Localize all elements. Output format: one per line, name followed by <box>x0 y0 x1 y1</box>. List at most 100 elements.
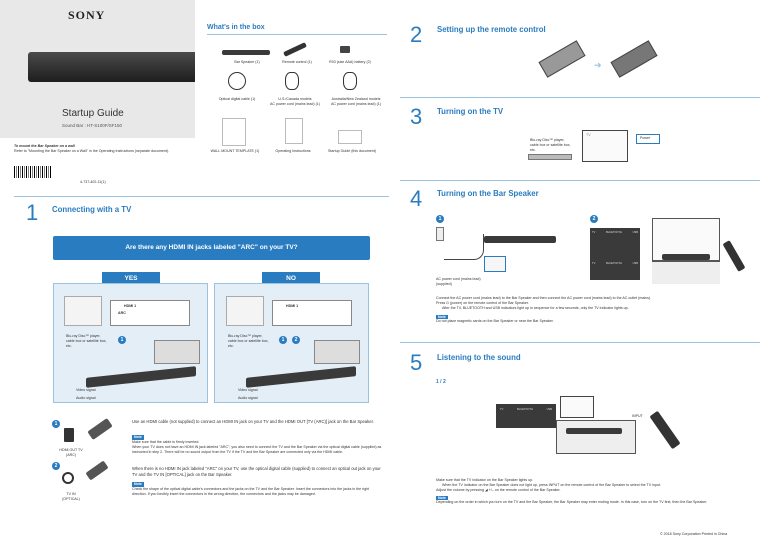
wall-mount-note: To mount the Bar Speaker on a wall Refer… <box>14 144 199 154</box>
indicator-row: TV BLUETOOTH USB <box>592 262 638 265</box>
note-text: Do not place magnetic cards on the Bar S… <box>436 319 554 324</box>
outlet-image <box>436 227 444 241</box>
player-label: Blu-ray Disc™ player, cable box or satel… <box>66 334 107 348</box>
tv-stand-shelf <box>652 260 720 284</box>
tv-image <box>64 296 102 326</box>
connector-panel <box>154 340 200 364</box>
arc-question-banner: Are there any HDMI IN jacks labeled "ARC… <box>53 236 370 260</box>
guide-image <box>338 130 362 144</box>
indicator-usb: USB <box>632 262 638 265</box>
remote-image <box>649 410 681 450</box>
copyright: © 2018 Sony Corporation Printed in China <box>660 532 728 536</box>
indicator-panel <box>496 404 556 428</box>
step-2-marker: 2 <box>292 336 300 344</box>
optical-connector-image <box>62 472 74 484</box>
divider <box>400 342 760 343</box>
step-2-text: Press ⏻ (power) on the remote control of… <box>436 300 529 305</box>
barcode <box>14 166 52 178</box>
hdmi-panel <box>110 300 190 326</box>
arc-label: ARC <box>118 311 126 315</box>
step-2-text: Adjust the volume by pressing ◢ +/– on t… <box>436 487 561 492</box>
hdmi-label: HDMI 1 <box>286 304 299 308</box>
cover-soundbar-image <box>28 52 195 82</box>
step-2-marker: 2 <box>590 215 598 223</box>
connector-zoom <box>484 256 506 272</box>
input-label: INPUT <box>632 414 643 418</box>
step-1-marker: 1 <box>436 215 444 223</box>
hdmi-panel <box>272 300 352 326</box>
section-5-title: Listening to the sound <box>437 353 521 362</box>
indicator-row: TV BLUETOOTH USB <box>500 408 552 411</box>
note-tag: Note <box>132 435 144 440</box>
power-cord-image <box>285 72 299 90</box>
tv-image <box>582 130 628 162</box>
divider <box>207 34 387 35</box>
note-tag: Note <box>132 482 144 487</box>
divider <box>400 97 760 98</box>
note-item: Check the shape of the optical digital c… <box>132 486 370 496</box>
indicator-bluetooth: BLUETOOTH <box>606 262 622 265</box>
remote-image <box>722 240 746 272</box>
power-callout <box>636 134 660 144</box>
remote-battery-image <box>610 40 658 78</box>
arrow-icon: ➜ <box>594 60 602 70</box>
note-text: Depending on the order in which you turn… <box>436 500 708 505</box>
note-item: When your TV does not have an HDMI IN ja… <box>132 444 382 454</box>
box-item: Operating Instructions <box>275 149 311 153</box>
audio-signal-label: Audio signal <box>76 396 96 400</box>
hdmi-label: HDMI 1 <box>124 304 137 308</box>
box-item: Optical digital cable (1) <box>218 97 256 101</box>
box-item: U.S./Canada models AC power cord (mains … <box>270 97 320 106</box>
connector-panel <box>314 340 360 364</box>
optical-cable-image <box>228 72 246 90</box>
power-cord-line <box>444 234 484 260</box>
indicator-usb: USB <box>632 231 638 234</box>
note-item: Make sure that the cable is firmly inser… <box>132 439 200 444</box>
cover-title: Startup Guide <box>62 108 124 119</box>
template-image <box>222 118 246 146</box>
step-1-marker: 1 <box>118 336 126 344</box>
tv-image <box>560 396 594 418</box>
audio-signal-label: Audio signal <box>238 396 258 400</box>
video-signal-label: Video signal <box>76 388 96 392</box>
no-text: NO <box>286 275 296 282</box>
step-number: 1 <box>438 216 442 222</box>
hdmi-connector-image <box>64 428 74 442</box>
cover-subtitle: Sound Bar : HT-S100F/SF150 <box>62 123 123 128</box>
wall-mount-heading: To mount the Bar Speaker on a wall <box>14 144 75 148</box>
indicator-tv: TV <box>592 231 596 234</box>
remote-cover-image <box>538 40 586 78</box>
divider <box>14 196 389 197</box>
yes-text: YES <box>124 275 138 282</box>
section-4-title: Turning on the Bar Speaker <box>437 189 539 198</box>
box-item: WALL MOUNT TEMPLATE (1) <box>210 149 260 153</box>
box-item: Startup Guide (this document) <box>328 149 376 153</box>
hdmi-out-label: HDMI OUT TV (ARC) <box>59 448 83 457</box>
note-tag: Note <box>436 495 448 501</box>
bar-speaker-image <box>566 428 622 434</box>
step-2-subtext: After the TV, BLUETOOTH and USB indicato… <box>442 305 629 310</box>
step-1-text: Use an HDMI cable (not supplied) to conn… <box>132 419 374 424</box>
step-1-marker: 1 <box>279 336 287 344</box>
optical-plug-image <box>85 460 109 481</box>
ac-cord-label: AC power cord (mains lead) (supplied) <box>436 277 481 286</box>
section-3-number: 3 <box>410 104 423 129</box>
step-2-marker: 2 <box>52 462 60 470</box>
part-number: 4-737-402-11(1) <box>80 180 106 184</box>
indicator-tv: TV <box>500 408 504 411</box>
step-1-marker: 1 <box>52 420 60 428</box>
player-label: Blu-ray Disc™ player, cable box or satel… <box>228 334 269 348</box>
manual-image <box>285 118 303 144</box>
bar-speaker-image <box>662 254 710 260</box>
section-5-number: 5 <box>410 350 423 375</box>
step-number: 2 <box>592 216 596 222</box>
step-1-text: Connect the AC power cord (mains lead) t… <box>436 296 652 300</box>
section-3-title: Turning on the TV <box>437 107 504 116</box>
note-tag: Note <box>436 314 448 320</box>
step-1-subtext: When the TV indicator on the Bar Speaker… <box>442 482 661 487</box>
power-label: Power <box>640 136 651 140</box>
section-4-text: Connect the AC power cord (mains lead) t… <box>436 296 756 324</box>
indicator-panel <box>590 228 640 280</box>
section-2-number: 2 <box>410 22 423 47</box>
yes-label: YES <box>102 272 160 286</box>
